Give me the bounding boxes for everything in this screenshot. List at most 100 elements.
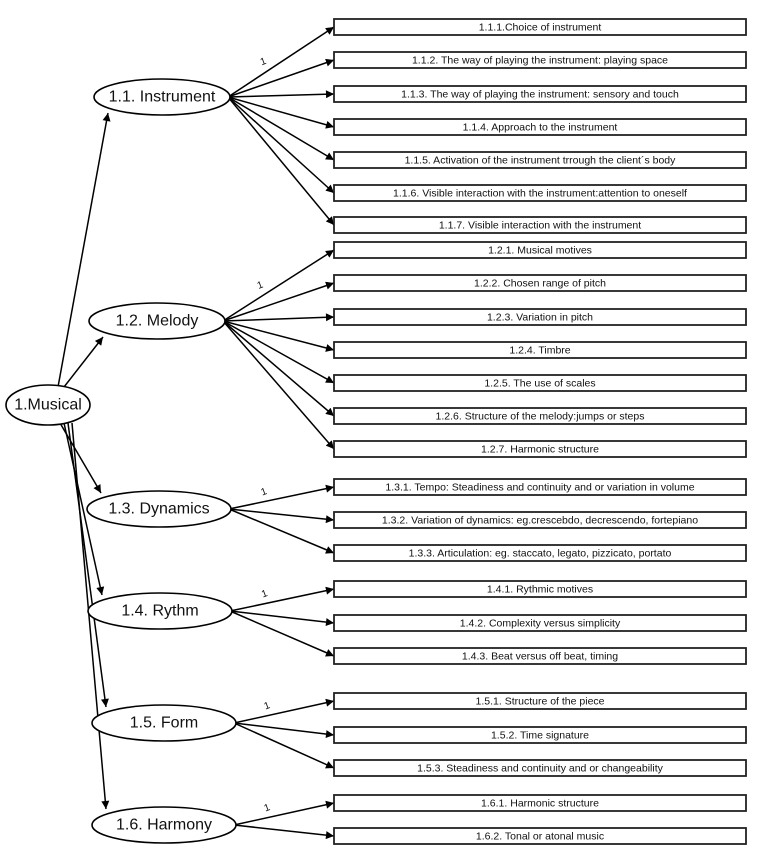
- indicator-label: 1.5.3. Steadiness and continuity and or …: [417, 763, 664, 775]
- loading-weight-label: 1: [259, 56, 268, 68]
- indicator-label: 1.2.7. Harmonic structure: [481, 444, 599, 456]
- indicator-box: [333, 18, 747, 36]
- indicator-label: 1.1.3. The way of playing the instrument…: [401, 89, 679, 101]
- edge-melody-to-item-7: [222, 320, 335, 450]
- indicator-item: 1.5.2. Time signature: [333, 726, 747, 744]
- indicator-box: [333, 827, 747, 845]
- indicator-label: 1.2.5. The use of scales: [484, 378, 595, 390]
- indicator-item: 1.5.3. Steadiness and continuity and or …: [333, 759, 747, 777]
- edge-melody-to-item-3: [222, 313, 335, 322]
- indicator-item: 1.1.6. Visible interaction with the inst…: [333, 184, 747, 202]
- indicator-label: 1.2.4. Timbre: [509, 345, 570, 357]
- factor-node-dynamics: 1.3. Dynamics: [86, 490, 232, 528]
- indicator-item: 1.3.2. Variation of dynamics: eg.cresceb…: [333, 511, 747, 529]
- indicator-item: 1.1.1.Choice of instrument: [333, 18, 747, 36]
- indicator-item: 1.2.1. Musical motives: [333, 241, 747, 259]
- indicator-label: 1.6.1. Harmonic structure: [481, 798, 599, 810]
- factor-label: 1.5. Form: [130, 715, 198, 732]
- root-node-musical: 1.Musical: [5, 384, 91, 426]
- indicator-item: 1.4.3. Beat versus off beat, timing: [333, 647, 747, 665]
- factor-node-instrument: 1.1. Instrument: [93, 78, 231, 116]
- factor-label: 1.3. Dynamics: [108, 501, 209, 518]
- indicator-box: [333, 407, 747, 425]
- indicator-item: 1.2.4. Timbre: [333, 341, 747, 359]
- indicator-label: 1.2.1. Musical motives: [488, 245, 592, 257]
- indicator-label: 1.5.1. Structure of the piece: [476, 696, 605, 708]
- indicator-label: 1.1.5. Activation of the instrument trro…: [405, 155, 677, 167]
- loading-weight-label: 1: [260, 486, 269, 498]
- indicator-label: 1.1.1.Choice of instrument: [479, 22, 602, 34]
- factor-label: 1.4. Rythm: [121, 603, 198, 620]
- edge-harmony-to-item-2: [233, 824, 335, 840]
- edge-melody-to-item-2: [222, 281, 335, 322]
- edge-dynamics-to-item-2: [228, 508, 335, 524]
- edge-rythm-to-item-2: [229, 610, 335, 627]
- root-label: 1.Musical: [14, 397, 82, 414]
- factor-node-form: 1.5. Form: [91, 704, 237, 742]
- indicator-box: [333, 308, 747, 326]
- indicator-label: 1.2.2. Chosen range of pitch: [474, 278, 606, 290]
- edge-rythm-to-item-1: [229, 586, 335, 612]
- indicator-item: 1.2.7. Harmonic structure: [333, 440, 747, 458]
- edge-root-to-rythm: [63, 422, 105, 596]
- edges-layer: [57, 26, 335, 840]
- indicator-label: 1.3.2. Variation of dynamics: eg.cresceb…: [382, 515, 698, 527]
- indicator-label: 1.6.2. Tonal or atonal music: [476, 831, 604, 843]
- edge-instrument-to-item-3: [227, 90, 335, 99]
- indicator-box: [333, 759, 747, 777]
- indicator-label: 1.1.7. Visible interaction with the inst…: [439, 220, 641, 232]
- edge-instrument-to-item-4: [227, 96, 335, 129]
- edge-root-to-melody: [63, 336, 104, 388]
- indicator-label: 1.3.1. Tempo: Steadiness and continuity …: [385, 482, 694, 494]
- edge-instrument-to-item-2: [227, 58, 335, 98]
- indicator-box: [333, 511, 747, 529]
- factor-ellipse: [91, 806, 237, 844]
- indicator-item: 1.5.1. Structure of the piece: [333, 692, 747, 710]
- indicator-label: 1.2.3. Variation in pitch: [487, 312, 593, 324]
- indicator-box: [333, 580, 747, 598]
- indicator-item: 1.1.3. The way of playing the instrument…: [333, 85, 747, 103]
- edge-form-to-item-1: [233, 698, 335, 724]
- loading-weight-label: 1: [260, 588, 269, 600]
- indicator-box: [333, 692, 747, 710]
- factor-label: 1.1. Instrument: [109, 89, 216, 106]
- factor-ellipse: [87, 592, 233, 630]
- edge-melody-to-item-1: [222, 249, 335, 322]
- indicator-label: 1.4.3. Beat versus off beat, timing: [462, 651, 618, 663]
- indicator-box: [333, 374, 747, 392]
- edge-root-to-harmony: [71, 422, 110, 810]
- indicator-label: 1.4.2. Complexity versus simplicity: [460, 618, 621, 630]
- factor-label: 1.2. Melody: [116, 313, 199, 330]
- edge-instrument-to-item-7: [227, 96, 335, 226]
- edge-dynamics-to-item-3: [228, 508, 335, 554]
- indicator-item: 1.1.2. The way of playing the instrument…: [333, 51, 747, 69]
- edge-melody-to-item-6: [222, 320, 335, 417]
- indicator-label: 1.1.2. The way of playing the instrument…: [412, 55, 668, 67]
- indicator-box: [333, 440, 747, 458]
- indicator-item: 1.2.3. Variation in pitch: [333, 308, 747, 326]
- indicator-item: 1.4.1. Rythmic motives: [333, 580, 747, 598]
- edge-melody-to-item-4: [222, 320, 335, 352]
- edge-harmony-to-item-1: [233, 800, 335, 826]
- indicator-box: [333, 341, 747, 359]
- factor-label: 1.6. Harmony: [116, 817, 212, 834]
- indicator-label: 1.4.1. Rythmic motives: [487, 584, 593, 596]
- indicator-label: 1.1.4. Approach to the instrument: [463, 122, 618, 134]
- indicator-box: [333, 544, 747, 562]
- factor-ellipse: [93, 78, 231, 116]
- edge-form-to-item-2: [233, 722, 335, 739]
- edge-rythm-to-item-3: [229, 610, 335, 657]
- nodes-layer: 1.Musical 1.1. Instrument 1.1.1.Choice of …: [5, 18, 747, 845]
- indicator-item: 1.6.2. Tonal or atonal music: [333, 827, 747, 845]
- indicator-item: 1.2.5. The use of scales: [333, 374, 747, 392]
- indicator-label: 1.3.3. Articulation: eg. staccato, legat…: [409, 548, 672, 560]
- edge-instrument-to-item-1: [227, 26, 335, 98]
- edge-melody-to-item-5: [222, 320, 335, 384]
- indicator-box: [333, 726, 747, 744]
- factor-ellipse: [88, 302, 226, 340]
- edge-form-to-item-3: [233, 722, 335, 769]
- factor-ellipse: [91, 704, 237, 742]
- edge-instrument-to-item-5: [227, 96, 335, 161]
- indicator-item: 1.2.6. Structure of the melody:jumps or …: [333, 407, 747, 425]
